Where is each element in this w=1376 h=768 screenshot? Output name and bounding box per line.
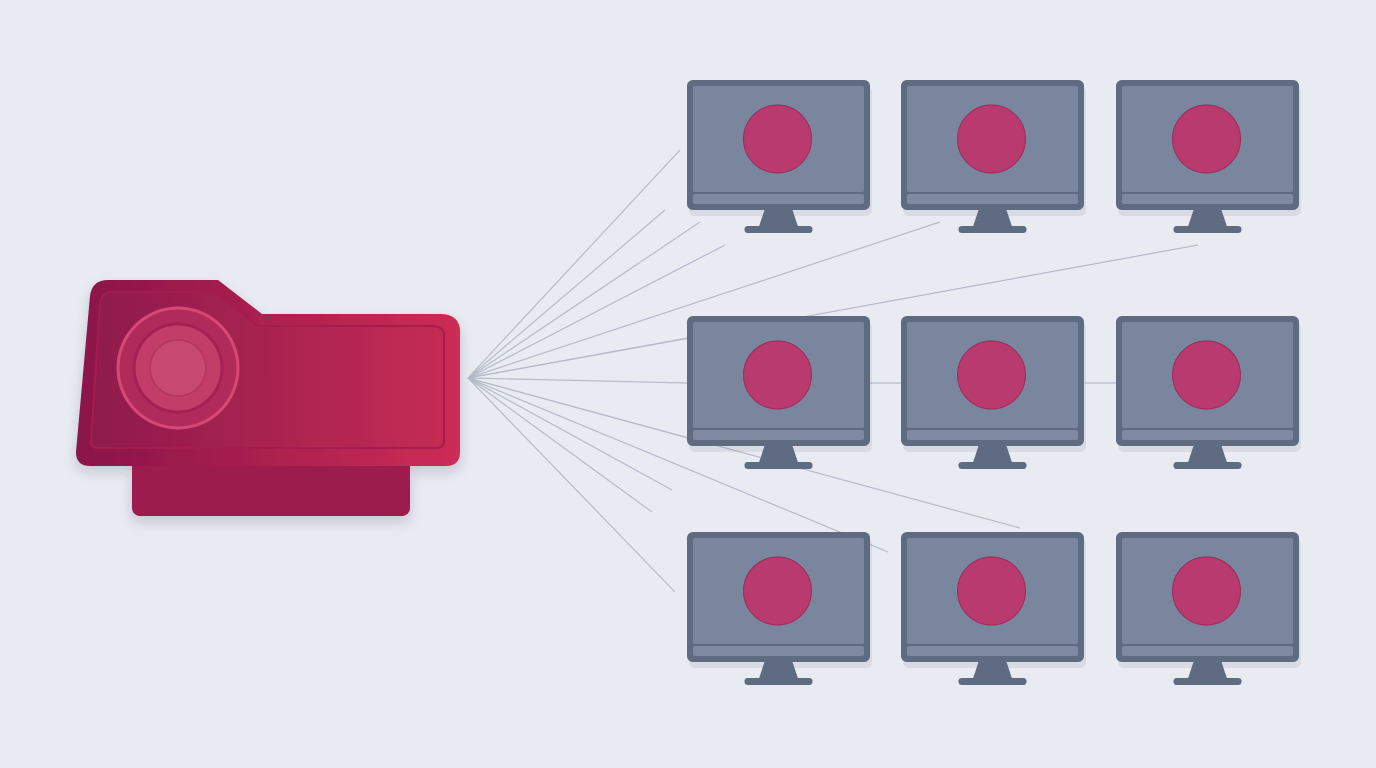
- monitor-chin: [1122, 646, 1293, 656]
- monitor-chin: [693, 430, 864, 440]
- connector-line: [467, 377, 673, 491]
- connector-line: [467, 337, 691, 379]
- connector-line: [467, 377, 689, 384]
- record-dot-icon: [1172, 104, 1241, 174]
- monitor-chin: [907, 646, 1078, 656]
- monitor-base: [1173, 462, 1242, 469]
- monitor-base: [958, 678, 1027, 685]
- connector-line: [467, 244, 726, 379]
- monitor-base: [958, 226, 1027, 233]
- record-dot-icon: [957, 556, 1026, 626]
- monitor-icon: [1116, 316, 1301, 469]
- monitor-stand: [758, 446, 799, 464]
- connector-line: [467, 377, 653, 513]
- monitor-stand: [758, 210, 799, 228]
- monitor-icon: [1116, 532, 1301, 685]
- monitor-stand: [1187, 210, 1228, 228]
- monitor-chin: [907, 430, 1078, 440]
- folder-base: [132, 452, 410, 516]
- monitor-stand: [1187, 662, 1228, 680]
- monitor-stand: [1187, 446, 1228, 464]
- monitor-icon: [687, 316, 872, 469]
- record-dot-icon: [743, 340, 812, 410]
- record-dot-icon: [957, 104, 1026, 174]
- record-dot-icon: [1172, 340, 1241, 410]
- monitor-icon: [901, 316, 1086, 469]
- monitor-stand: [972, 446, 1013, 464]
- monitor-icon: [687, 80, 872, 233]
- shared-folder-icon: [76, 280, 461, 516]
- monitor-stand: [972, 210, 1013, 228]
- monitor-base: [1173, 226, 1242, 233]
- monitor-chin: [1122, 194, 1293, 204]
- monitor-stand: [758, 662, 799, 680]
- monitor-base: [744, 462, 813, 469]
- monitor-chin: [907, 194, 1078, 204]
- monitor-base: [958, 462, 1027, 469]
- monitor-base: [1173, 678, 1242, 685]
- monitor-chin: [1122, 430, 1293, 440]
- record-dot-icon: [743, 556, 812, 626]
- disc-center-icon: [149, 339, 207, 397]
- monitor-chin: [693, 646, 864, 656]
- monitor-stand: [972, 662, 1013, 680]
- connector-line: [467, 209, 666, 379]
- connector-line: [467, 377, 889, 553]
- connector-line: [467, 149, 681, 379]
- monitor-grid: [687, 80, 1301, 685]
- monitor-chin: [693, 194, 864, 204]
- monitor-icon: [901, 80, 1086, 233]
- connector-line: [467, 221, 941, 379]
- monitor-base: [744, 226, 813, 233]
- monitor-icon: [687, 532, 872, 685]
- monitor-icon: [1116, 80, 1301, 233]
- connector-line: [467, 377, 676, 593]
- record-dot-icon: [743, 104, 812, 174]
- connector-line: [467, 221, 701, 379]
- connector-line: [467, 377, 1021, 529]
- monitor-base: [744, 678, 813, 685]
- connector-lines: [467, 149, 1199, 593]
- monitor-icon: [901, 532, 1086, 685]
- record-dot-icon: [957, 340, 1026, 410]
- record-dot-icon: [1172, 556, 1241, 626]
